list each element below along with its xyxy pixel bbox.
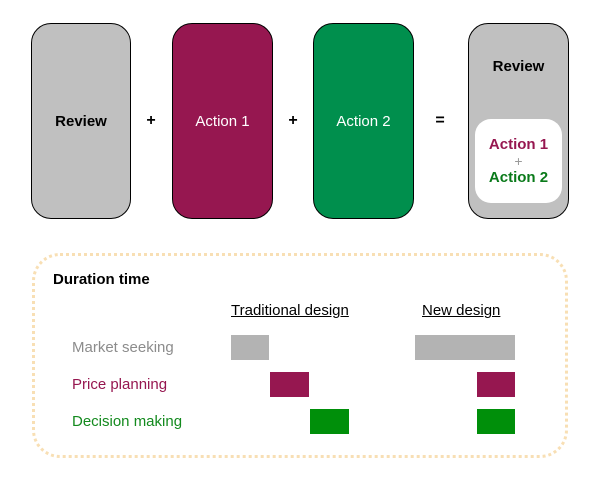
result-action-2-label: Action 2: [488, 168, 549, 186]
review-card: Review: [31, 23, 131, 219]
result-title: Review: [492, 58, 545, 75]
column-header-traditional: Traditional design: [231, 302, 349, 319]
plus-operator: +: [146, 112, 156, 129]
traditional-decision-making-bar: [310, 409, 349, 434]
traditional-market-seeking-bar: [231, 335, 269, 360]
new-decision-making-bar: [477, 409, 515, 434]
action-1-card: Action 1: [172, 23, 273, 219]
row-label-market-seeking: Market seeking: [72, 339, 174, 356]
traditional-price-planning-bar: [270, 372, 309, 397]
column-header-new: New design: [422, 302, 501, 319]
row-label-decision-making: Decision making: [72, 413, 183, 430]
new-market-seeking-bar: [415, 335, 515, 360]
row-label-price-planning: Price planning: [72, 376, 168, 393]
equals-operator: =: [435, 112, 445, 129]
action-2-label: Action 2: [336, 112, 391, 130]
new-price-planning-bar: [477, 372, 515, 397]
result-plus-operator: +: [514, 152, 523, 169]
result-action-1-label: Action 1: [488, 135, 549, 153]
duration-title: Duration time: [53, 271, 150, 288]
action-1-label: Action 1: [195, 112, 250, 130]
duration-panel: [32, 253, 568, 458]
plus-operator: +: [288, 112, 298, 129]
result-card: Review Action 1 + Action 2: [468, 23, 569, 219]
result-inner-box: Action 1 + Action 2: [475, 119, 562, 203]
review-label: Review: [55, 112, 107, 130]
action-2-card: Action 2: [313, 23, 414, 219]
